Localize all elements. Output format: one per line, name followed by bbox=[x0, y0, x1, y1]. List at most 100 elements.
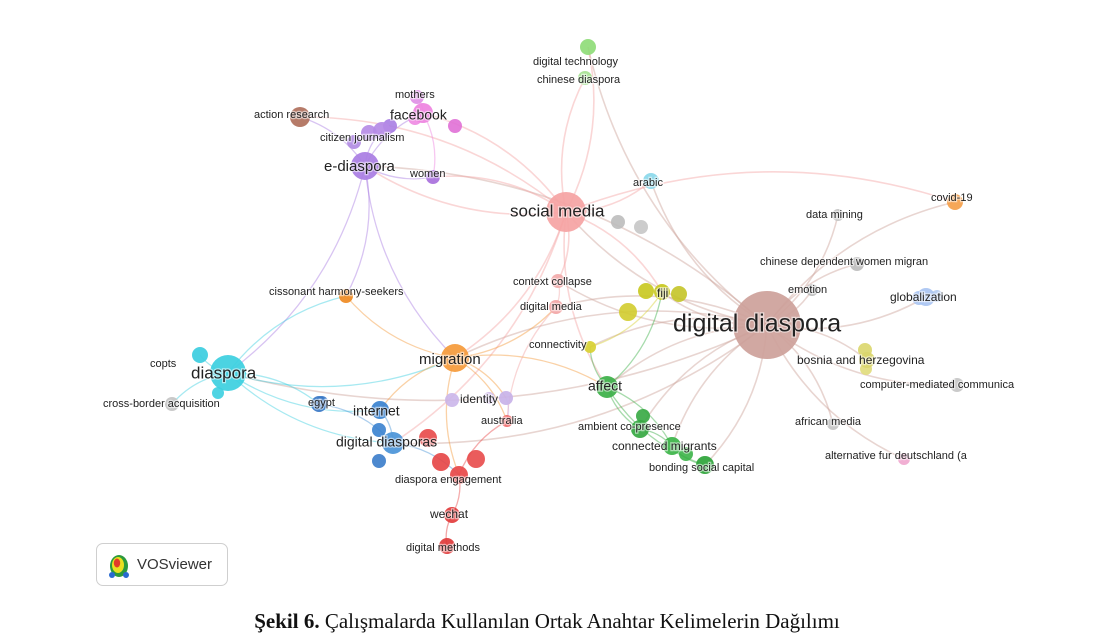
node-connected-migrants[interactable] bbox=[663, 437, 681, 455]
node-digital-technology[interactable] bbox=[580, 39, 596, 55]
node-action-research[interactable] bbox=[290, 107, 310, 127]
node-cmc[interactable] bbox=[950, 378, 964, 392]
node-wechat[interactable] bbox=[444, 507, 460, 523]
label-chinese-diaspora: chinese diaspora bbox=[537, 74, 621, 86]
node-digital-diaspora[interactable] bbox=[733, 291, 801, 359]
minor-node-23 bbox=[636, 409, 650, 423]
label-wechat: wechat bbox=[429, 507, 469, 521]
link-social_media-facebook bbox=[422, 112, 567, 213]
label-afd: alternative fur deutschland (a bbox=[825, 450, 968, 462]
node-ambient[interactable] bbox=[631, 420, 649, 438]
link-social_media-e_diaspora bbox=[364, 165, 567, 216]
node-women[interactable] bbox=[426, 170, 440, 184]
link-affect-fiji bbox=[606, 291, 663, 388]
label-mothers: mothers bbox=[395, 89, 435, 101]
minor-node-6 bbox=[634, 220, 648, 234]
link-diaspora-digital_diasporas bbox=[227, 372, 394, 444]
node-identity[interactable] bbox=[499, 391, 513, 405]
node-african-media[interactable] bbox=[827, 418, 839, 430]
label-chinese-women: chinese dependent women migran bbox=[760, 256, 928, 268]
node-context-collapse[interactable] bbox=[551, 274, 565, 288]
label-digital-diaspora: digital diaspora bbox=[673, 310, 841, 338]
node-australia[interactable] bbox=[501, 415, 513, 427]
label-data-mining: data mining bbox=[806, 209, 863, 221]
node-digital-methods[interactable] bbox=[439, 538, 455, 554]
minor-node-20 bbox=[467, 450, 485, 468]
node-social-media[interactable] bbox=[546, 192, 586, 232]
node-affect[interactable] bbox=[596, 376, 618, 398]
label-citizen-journalism: citizen journalism bbox=[320, 132, 404, 144]
node-facebook[interactable] bbox=[413, 103, 433, 123]
node-arabic[interactable] bbox=[643, 173, 659, 189]
link-e_diaspora-migration bbox=[364, 165, 456, 359]
label-e-diaspora: e-diaspora bbox=[324, 158, 396, 175]
minor-node-0 bbox=[361, 125, 377, 141]
minor-node-8 bbox=[671, 286, 687, 302]
label-connected-migrants: connected migrants bbox=[612, 439, 717, 453]
figure-caption-text: Çalışmalarda Kullanılan Ortak Anahtar Ke… bbox=[324, 609, 840, 633]
link-e_diaspora-diaspora bbox=[227, 165, 366, 374]
node-internet[interactable] bbox=[371, 401, 389, 419]
label-arabic: arabic bbox=[633, 177, 663, 189]
label-connectivity: connectivity bbox=[529, 339, 587, 351]
link-social_media-digital_diasporas bbox=[392, 211, 567, 444]
link-social_media-action_research bbox=[299, 116, 567, 213]
node-emotion[interactable] bbox=[806, 284, 818, 296]
node-globalization[interactable] bbox=[917, 288, 935, 306]
node-mothers[interactable] bbox=[410, 90, 424, 104]
label-cissonant: cissonant harmony-seekers bbox=[269, 286, 404, 298]
minor-node-3 bbox=[448, 119, 462, 133]
node-bosnia[interactable] bbox=[859, 352, 875, 368]
node-bonding[interactable] bbox=[696, 456, 714, 474]
figure-caption: Şekil 6. Çalışmalarda Kullanılan Ortak A… bbox=[0, 609, 1094, 634]
link-social_media-digital_technology bbox=[565, 46, 595, 213]
link-digital_diaspora-migration bbox=[454, 310, 768, 359]
node-chinese-diaspora[interactable] bbox=[578, 71, 592, 85]
vosviewer-label: VOSviewer bbox=[137, 556, 213, 573]
label-digital-technology: digital technology bbox=[533, 56, 619, 68]
label-digital-diasporas: digital diasporas bbox=[336, 434, 437, 450]
node-fiji[interactable] bbox=[654, 284, 670, 300]
node-chinese-women[interactable] bbox=[850, 257, 864, 271]
node-afd[interactable] bbox=[898, 453, 910, 465]
node-diaspora-engagement[interactable] bbox=[450, 466, 468, 484]
node-cissonant[interactable] bbox=[339, 289, 353, 303]
node-covid[interactable] bbox=[947, 194, 963, 210]
node-diaspora[interactable] bbox=[210, 355, 246, 391]
minor-node-24 bbox=[679, 447, 693, 461]
label-australia: australia bbox=[481, 415, 523, 427]
label-copts: copts bbox=[150, 358, 177, 370]
minor-node-18 bbox=[419, 429, 437, 447]
node-copts[interactable] bbox=[192, 347, 208, 363]
vosviewer-badge: VOSviewer bbox=[96, 543, 228, 586]
label-affect: affect bbox=[588, 378, 622, 394]
node-digital-diasporas[interactable] bbox=[382, 432, 404, 454]
node-migration[interactable] bbox=[441, 344, 469, 372]
label-diaspora: diaspora bbox=[191, 363, 257, 382]
minor-node-19 bbox=[432, 453, 450, 471]
network-nodes bbox=[165, 39, 964, 554]
node-connectivity[interactable] bbox=[584, 341, 596, 353]
minor-node-14 bbox=[212, 387, 224, 399]
figure-number: Şekil 6. bbox=[254, 609, 320, 633]
minor-node-7 bbox=[638, 283, 654, 299]
node-citizen-journalism[interactable] bbox=[373, 122, 391, 140]
link-social_media-affect bbox=[563, 211, 608, 388]
node-e-diaspora[interactable] bbox=[351, 152, 379, 180]
label-african-media: african media bbox=[795, 416, 862, 428]
minor-node-5 bbox=[611, 215, 625, 229]
link-e_diaspora-cissonant bbox=[345, 165, 370, 297]
label-context-collapse: context collapse bbox=[513, 276, 592, 288]
node-cross-border[interactable] bbox=[165, 397, 179, 411]
node-egypt[interactable] bbox=[311, 396, 327, 412]
label-social-media: social media bbox=[510, 201, 605, 220]
node-data-mining[interactable] bbox=[832, 209, 844, 221]
link-diaspora-migration bbox=[227, 357, 456, 388]
link-social_media-migration bbox=[454, 211, 567, 359]
node-digital-media[interactable] bbox=[549, 300, 563, 314]
minor-node-2 bbox=[347, 135, 361, 149]
label-digital-media: digital media bbox=[520, 301, 583, 313]
label-cross-border: cross-border acquisition bbox=[103, 398, 220, 410]
minor-node-16 bbox=[372, 454, 386, 468]
